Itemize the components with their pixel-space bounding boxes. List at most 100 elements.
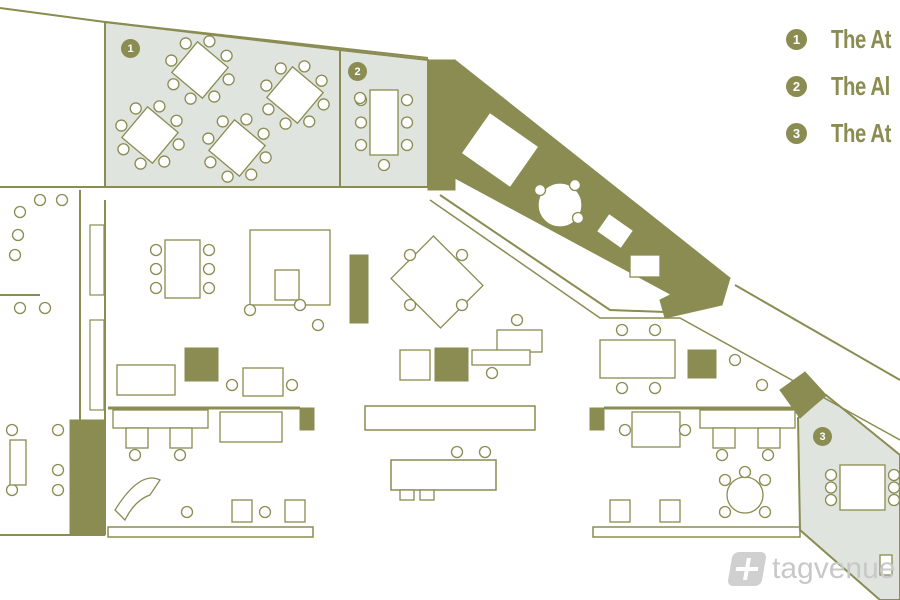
room-marker-1[interactable]: 1 xyxy=(121,39,140,58)
chair xyxy=(259,151,272,164)
chair xyxy=(678,423,692,437)
chair xyxy=(222,73,235,86)
chair xyxy=(648,323,662,337)
chair xyxy=(216,115,229,128)
chair xyxy=(317,98,330,111)
legend-badge: 2 xyxy=(786,76,807,97)
chair xyxy=(243,303,257,317)
chair xyxy=(220,49,233,62)
chair xyxy=(149,281,163,295)
chair xyxy=(167,78,180,91)
table xyxy=(207,118,267,178)
chair xyxy=(202,243,216,257)
armchair xyxy=(609,499,631,523)
chair xyxy=(353,91,367,105)
legend-item-1[interactable]: 1 The At xyxy=(786,16,900,63)
desk xyxy=(219,411,283,443)
legend-label: The At xyxy=(831,118,891,148)
chair xyxy=(571,211,585,225)
chair xyxy=(648,381,662,395)
chair xyxy=(240,113,253,126)
chair xyxy=(173,448,187,462)
room-marker-2[interactable]: 2 xyxy=(348,62,367,81)
chair xyxy=(134,157,147,170)
chair xyxy=(315,74,328,87)
room-marker-3[interactable]: 3 xyxy=(813,427,832,446)
legend-label: The At xyxy=(831,24,891,54)
chair xyxy=(615,381,629,395)
chair xyxy=(303,115,316,128)
legend-item-2[interactable]: 2 The Al xyxy=(786,63,900,110)
chair xyxy=(403,248,417,262)
chair xyxy=(55,193,69,207)
chair xyxy=(202,132,215,145)
chair xyxy=(153,100,166,113)
chair xyxy=(8,248,22,262)
chair xyxy=(354,138,368,152)
watermark-text: tagvenue xyxy=(772,552,896,585)
desk xyxy=(629,254,661,278)
chair xyxy=(170,114,183,127)
chair xyxy=(274,62,287,75)
legend-item-3[interactable]: 3 The At xyxy=(786,110,900,157)
sofa xyxy=(274,269,300,301)
chair xyxy=(485,366,499,380)
chair xyxy=(128,448,142,462)
desk xyxy=(242,367,284,397)
chair xyxy=(824,468,838,482)
chair xyxy=(298,60,311,73)
chair xyxy=(51,423,65,437)
chair xyxy=(208,90,221,103)
workstation-cluster xyxy=(390,235,484,329)
round-table xyxy=(726,476,764,514)
chair xyxy=(400,138,414,152)
table xyxy=(164,239,201,299)
chair xyxy=(279,117,292,130)
chair xyxy=(618,423,632,437)
chair xyxy=(165,54,178,67)
chair xyxy=(11,228,25,242)
chair xyxy=(450,445,464,459)
chair xyxy=(225,378,239,392)
chair xyxy=(887,493,900,507)
chair xyxy=(13,301,27,315)
chair xyxy=(117,143,130,156)
legend-label: The Al xyxy=(831,71,890,101)
walls xyxy=(0,7,900,538)
chair xyxy=(245,168,258,181)
chair xyxy=(51,463,65,477)
chair xyxy=(33,193,47,207)
table xyxy=(9,439,27,486)
table xyxy=(369,89,399,156)
desk xyxy=(116,364,176,396)
chair xyxy=(824,493,838,507)
room-legend: 1 The At 2 The Al 3 The At xyxy=(786,16,900,157)
chair xyxy=(718,473,732,487)
chair xyxy=(285,378,299,392)
table xyxy=(170,40,230,100)
chair xyxy=(354,116,368,129)
chair xyxy=(400,116,414,129)
chair xyxy=(293,298,307,312)
chair xyxy=(158,155,171,168)
chair xyxy=(5,483,19,497)
chair xyxy=(455,298,469,312)
chair xyxy=(728,353,742,367)
chair xyxy=(202,281,216,295)
furniture xyxy=(5,35,900,576)
chair xyxy=(202,262,216,276)
chair xyxy=(478,445,492,459)
chair xyxy=(262,103,275,116)
chair xyxy=(38,301,52,315)
chair xyxy=(533,183,547,197)
chaise-lounge xyxy=(114,477,161,522)
chair xyxy=(260,79,273,92)
chair xyxy=(172,138,185,151)
chair xyxy=(5,423,19,437)
round-table xyxy=(537,182,583,228)
chair xyxy=(13,205,27,219)
chair xyxy=(180,505,194,519)
workstation xyxy=(599,339,676,379)
